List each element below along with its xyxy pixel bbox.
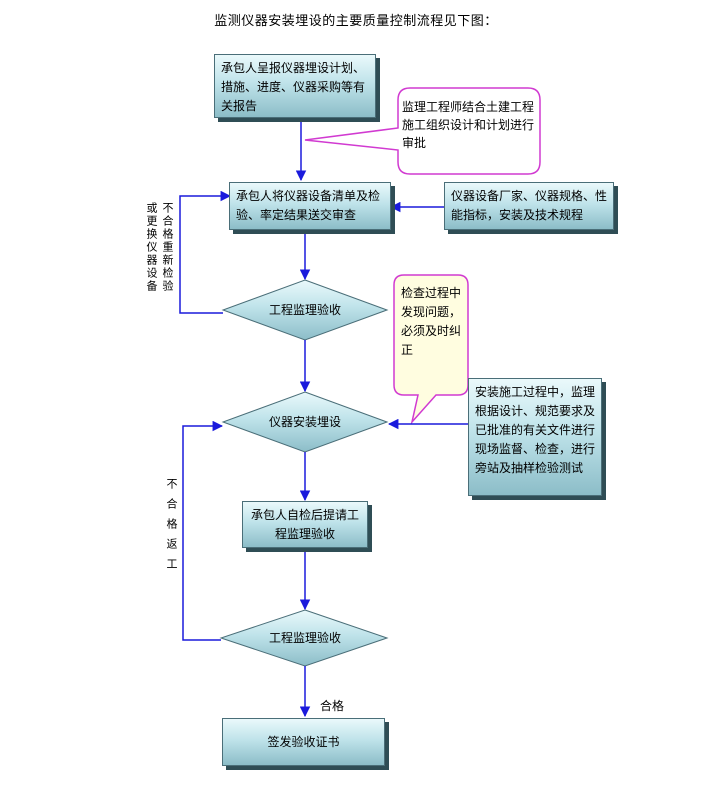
reject-label-1-col2: 或更换仪器设备 [145,202,158,293]
self-check-text: 承包人自检后提请工程监理验收 [251,508,360,541]
supervision-note-box: 安装施工过程中，监理根据设计、规范要求及已批准的有关文件进行现场监督、检查，进行… [468,378,602,496]
engineer-review-callout-shape [304,87,541,175]
reject-loop-1 [179,190,232,314]
diagram-title: 监测仪器安装埋设的主要质量控制流程见下图： [214,14,498,29]
engineer-review-callout: 监理工程师结合土建工程施工组织设计和计划进行审批 [402,98,534,152]
acceptance-diamond-1-label: 工程监理验收 [269,302,341,317]
submit-list-text: 承包人将仪器设备清单及检验、率定结果送交审查 [236,189,381,222]
pass-label: 合格 [320,699,345,713]
certificate-box: 签发验收证书 [222,718,385,766]
self-check-box: 承包人自检后提请工程监理验收 [242,501,368,548]
reject-label-2: 不合格返工 [165,478,178,578]
certificate-text: 签发验收证书 [267,735,340,749]
submit-list-box: 承包人将仪器设备清单及检验、率定结果送交审查 [229,182,391,230]
check-note-callout-shape [393,274,469,425]
reject-loop-2 [182,420,224,641]
engineer-review-text: 监理工程师结合土建工程施工组织设计和计划进行审批 [402,100,535,150]
supervision-note-text: 安装施工过程中，监理根据设计、规范要求及已批准的有关文件进行现场监督、检查，进行… [475,385,596,475]
installation-diamond-label: 仪器安装埋设 [269,414,341,429]
submit-plan-box: 承包人呈报仪器埋设计划、措施、进度、仪器采购等有关报告 [214,54,376,118]
submit-plan-text: 承包人呈报仪器埋设计划、措施、进度、仪器采购等有关报告 [221,61,366,113]
check-note-callout: 检查过程中发现问题，必须及时纠正 [401,284,463,360]
vendor-info-text: 仪器设备厂家、仪器规格、性能指标，安装及技术规程 [451,189,608,222]
reject-label-1-col1: 不合格重新检验 [161,202,174,293]
vendor-info-box: 仪器设备厂家、仪器规格、性能指标，安装及技术规程 [444,182,614,230]
check-note-text: 检查过程中发现问题，必须及时纠正 [401,286,462,357]
acceptance-diamond-2-label: 工程监理验收 [269,630,341,645]
